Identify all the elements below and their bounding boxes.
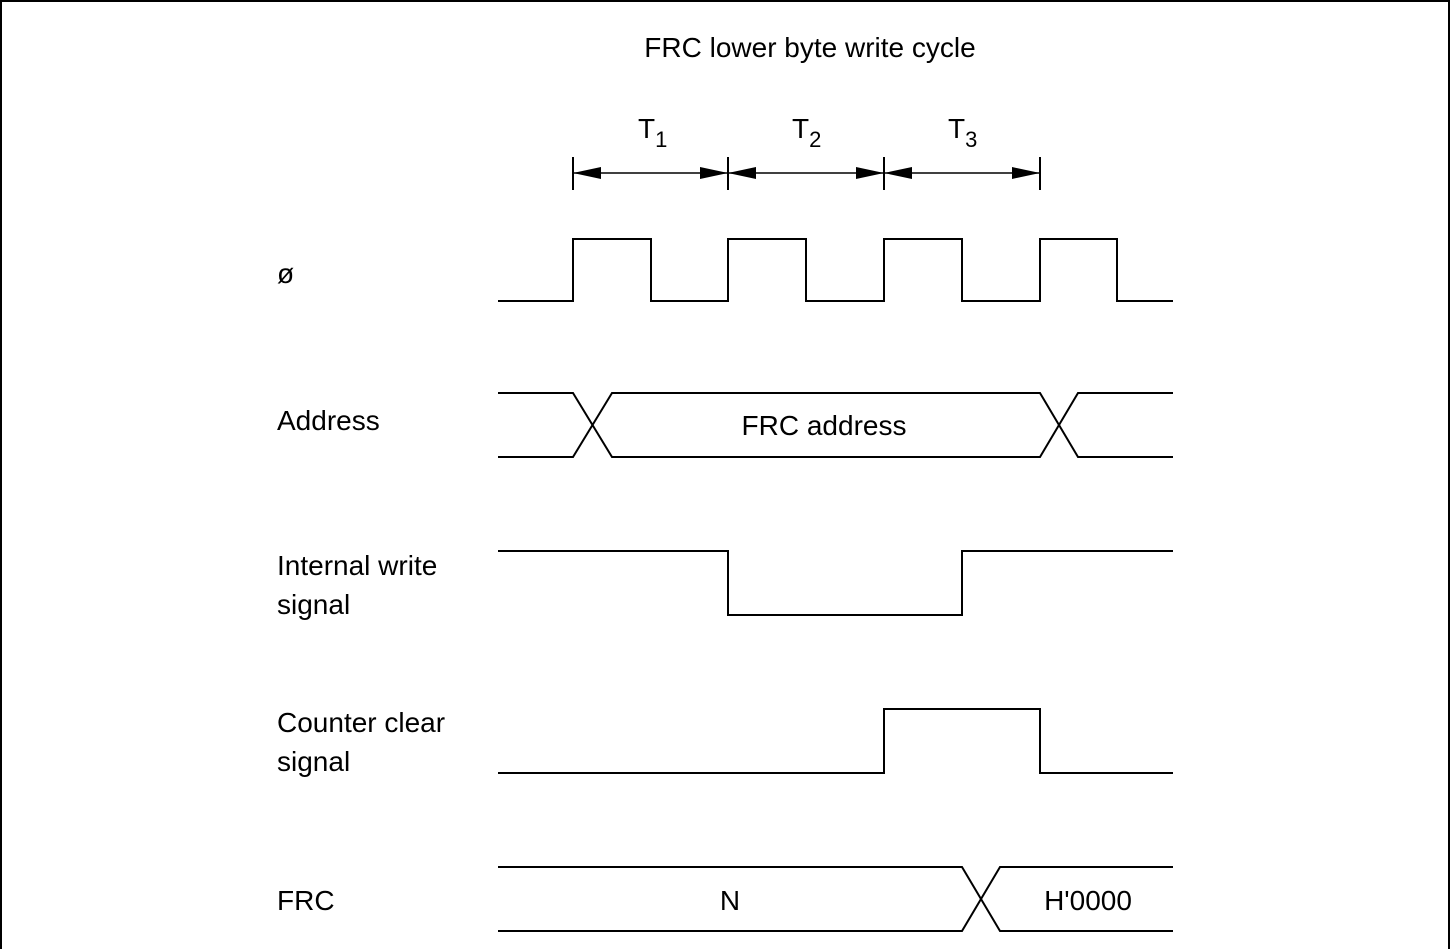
clear-signal-label-line1: Counter clear bbox=[277, 707, 445, 738]
period-arrow-t1 bbox=[573, 167, 728, 179]
period-label-t2: T2 bbox=[792, 113, 821, 152]
frc-value-before: N bbox=[720, 885, 740, 916]
address-label: Address bbox=[277, 405, 380, 436]
frc-label: FRC bbox=[277, 885, 335, 916]
frc-waveform bbox=[498, 866, 1173, 932]
period-arrow-t3 bbox=[884, 167, 1040, 179]
clock-label: ø bbox=[277, 258, 294, 289]
clear-signal-label-line2: signal bbox=[277, 746, 350, 777]
write-signal-label-line2: signal bbox=[277, 589, 350, 620]
frc-value-after: H'0000 bbox=[1044, 885, 1132, 916]
period-label-t1: T1 bbox=[638, 113, 667, 152]
address-waveform bbox=[498, 392, 1173, 458]
period-arrow-t2 bbox=[728, 167, 884, 179]
diagram-title: FRC lower byte write cycle bbox=[644, 32, 975, 63]
write-signal-label-line1: Internal write bbox=[277, 550, 437, 581]
svg-text:T3: T3 bbox=[948, 113, 977, 152]
clock-waveform bbox=[498, 238, 1173, 302]
write-signal-waveform bbox=[498, 550, 1173, 616]
clear-signal-waveform bbox=[498, 708, 1173, 774]
period-label-t3: T3 bbox=[948, 113, 977, 152]
address-bus-value: FRC address bbox=[742, 410, 907, 441]
svg-text:T2: T2 bbox=[792, 113, 821, 152]
period-markers bbox=[572, 157, 1041, 190]
svg-text:T1: T1 bbox=[638, 113, 667, 152]
